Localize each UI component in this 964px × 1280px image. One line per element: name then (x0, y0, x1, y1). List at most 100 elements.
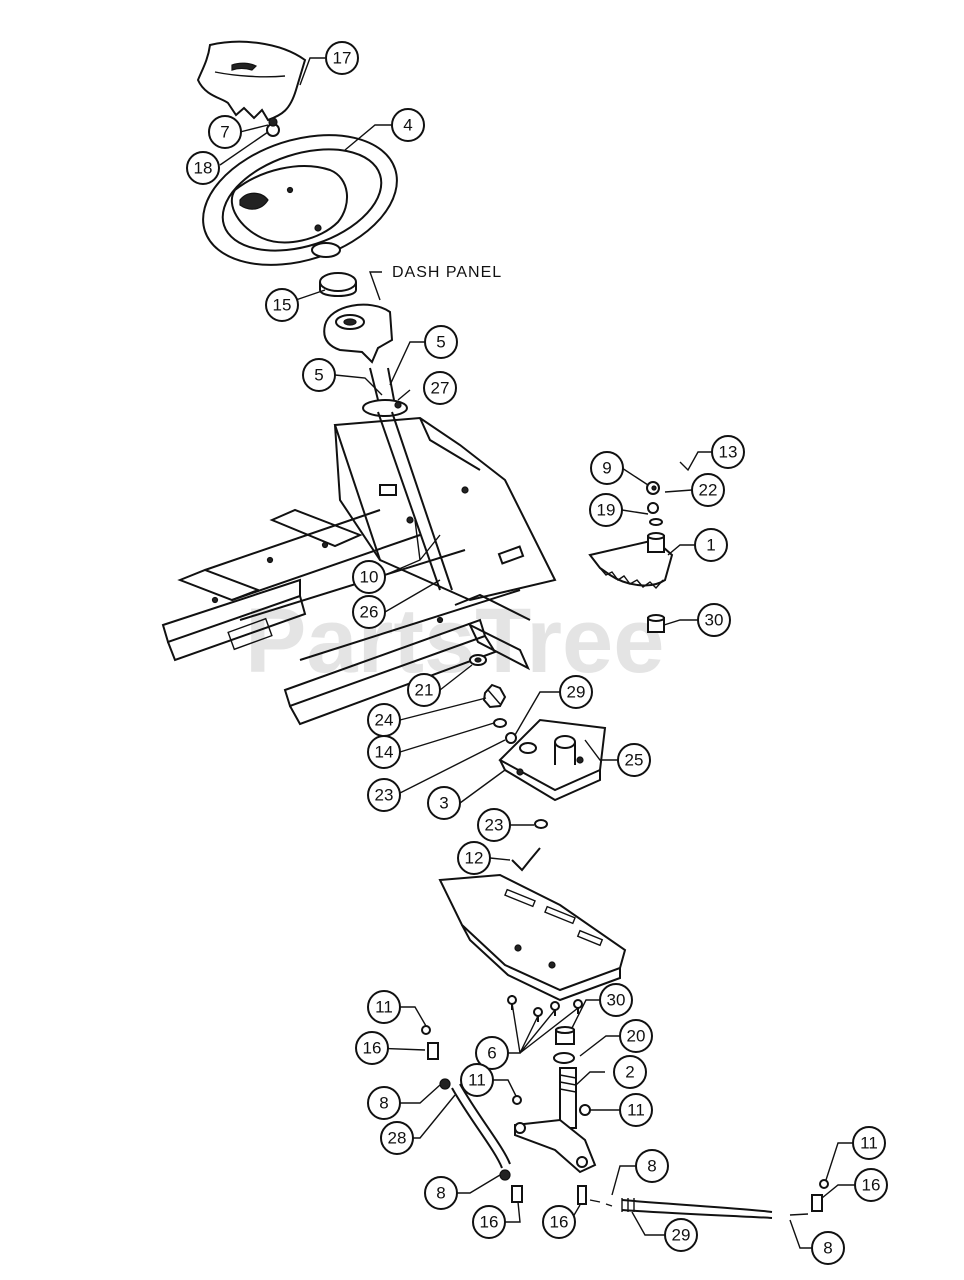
svg-text:8: 8 (647, 1157, 656, 1176)
callout-6: 6 (475, 1036, 509, 1070)
lower-washer-part (534, 819, 548, 829)
callout-29-lower: 29 (664, 1218, 698, 1252)
svg-text:16: 16 (480, 1213, 499, 1232)
svg-text:4: 4 (403, 116, 412, 135)
callout-21: 21 (407, 673, 441, 707)
svg-text:8: 8 (823, 1239, 832, 1258)
svg-text:14: 14 (375, 743, 394, 762)
callout-16-lower-mid: 16 (542, 1205, 576, 1239)
callout-7: 7 (208, 115, 242, 149)
callout-14: 14 (367, 735, 401, 769)
svg-text:30: 30 (607, 991, 626, 1010)
callout-16-upper-left: 16 (355, 1031, 389, 1065)
svg-text:29: 29 (567, 683, 586, 702)
callout-23-lower: 23 (477, 808, 511, 842)
svg-text:22: 22 (699, 481, 718, 500)
callout-12: 12 (457, 841, 491, 875)
svg-text:11: 11 (375, 998, 393, 1017)
hub-nut-part (266, 117, 280, 137)
svg-text:8: 8 (379, 1094, 388, 1113)
mounting-plate-part (438, 873, 627, 1002)
callout-5-left: 5 (302, 358, 336, 392)
callout-30-lower: 30 (599, 983, 633, 1017)
svg-text:27: 27 (431, 379, 450, 398)
svg-text:9: 9 (602, 459, 611, 478)
svg-text:23: 23 (485, 816, 504, 835)
drag-link-part (421, 1025, 523, 1203)
svg-text:3: 3 (439, 794, 448, 813)
svg-text:11: 11 (468, 1071, 486, 1090)
svg-text:11: 11 (860, 1134, 878, 1153)
svg-text:30: 30 (705, 611, 724, 630)
callout-11-spindle: 11 (619, 1093, 653, 1127)
callout-22: 22 (691, 473, 725, 507)
pinion-stack-part (469, 654, 507, 728)
lower-bushing-part (553, 1026, 575, 1064)
callout-2: 2 (613, 1055, 647, 1089)
callout-28: 28 (380, 1121, 414, 1155)
callout-29-upper: 29 (559, 675, 593, 709)
callout-8-lower-left: 8 (424, 1176, 458, 1210)
sector-gear-part (588, 532, 674, 590)
svg-text:6: 6 (487, 1044, 496, 1063)
callout-25: 25 (617, 743, 651, 777)
steering-cap-part (196, 40, 307, 122)
watermark: PartsTree (245, 590, 664, 692)
svg-text:16: 16 (862, 1176, 881, 1195)
callout-5-right: 5 (424, 325, 458, 359)
callout-10: 10 (352, 560, 386, 594)
svg-text:10: 10 (360, 568, 379, 587)
callout-17: 17 (325, 41, 359, 75)
callout-20: 20 (619, 1019, 653, 1053)
dash-panel-part (323, 303, 394, 364)
flange-bushing-part (647, 614, 665, 633)
callout-8-upper-left: 8 (367, 1086, 401, 1120)
svg-text:24: 24 (375, 711, 394, 730)
callout-4: 4 (391, 108, 425, 142)
gear-hardware-part (646, 481, 663, 526)
callout-11-right: 11 (852, 1126, 886, 1160)
svg-text:12: 12 (465, 849, 484, 868)
svg-text:16: 16 (550, 1213, 569, 1232)
callout-8-lower-right: 8 (811, 1231, 845, 1265)
leader-lines (219, 57, 855, 1249)
svg-text:11: 11 (627, 1101, 645, 1120)
svg-text:28: 28 (388, 1129, 407, 1148)
spring-clip-part (511, 847, 541, 872)
svg-text:1: 1 (706, 536, 715, 555)
console-housing-part (333, 416, 557, 602)
plate-bolts-part (507, 995, 583, 1022)
callout-23-upper: 23 (367, 778, 401, 812)
dash-panel-label: DASH PANEL (392, 264, 502, 281)
svg-text:2: 2 (625, 1063, 634, 1082)
svg-text:21: 21 (415, 681, 434, 700)
svg-text:5: 5 (314, 366, 323, 385)
svg-text:16: 16 (363, 1039, 382, 1058)
callout-8-lower-mid: 8 (635, 1149, 669, 1183)
svg-text:13: 13 (719, 443, 738, 462)
callout-24: 24 (367, 703, 401, 737)
svg-text:5: 5 (436, 333, 445, 352)
svg-text:17: 17 (333, 49, 352, 68)
dash-bushing-part (319, 272, 357, 297)
callout-3: 3 (427, 786, 461, 820)
callout-27: 27 (423, 371, 457, 405)
svg-text:23: 23 (375, 786, 394, 805)
steering-bracket-part (498, 718, 607, 802)
svg-text:18: 18 (194, 159, 213, 178)
callout-9: 9 (590, 451, 624, 485)
callout-15: 15 (265, 288, 299, 322)
svg-text:20: 20 (627, 1027, 646, 1046)
tie-rod-part (577, 1179, 829, 1219)
callout-11-top-left: 11 (367, 990, 401, 1024)
callout-1: 1 (694, 528, 728, 562)
svg-text:15: 15 (273, 296, 292, 315)
chassis-frame-part (161, 508, 531, 726)
svg-text:25: 25 (625, 751, 644, 770)
steering-wheel-part (202, 134, 398, 266)
callout-13: 13 (711, 435, 745, 469)
svg-text:19: 19 (597, 501, 616, 520)
steering-spindle-part (512, 1067, 597, 1174)
callout-26: 26 (352, 595, 386, 629)
